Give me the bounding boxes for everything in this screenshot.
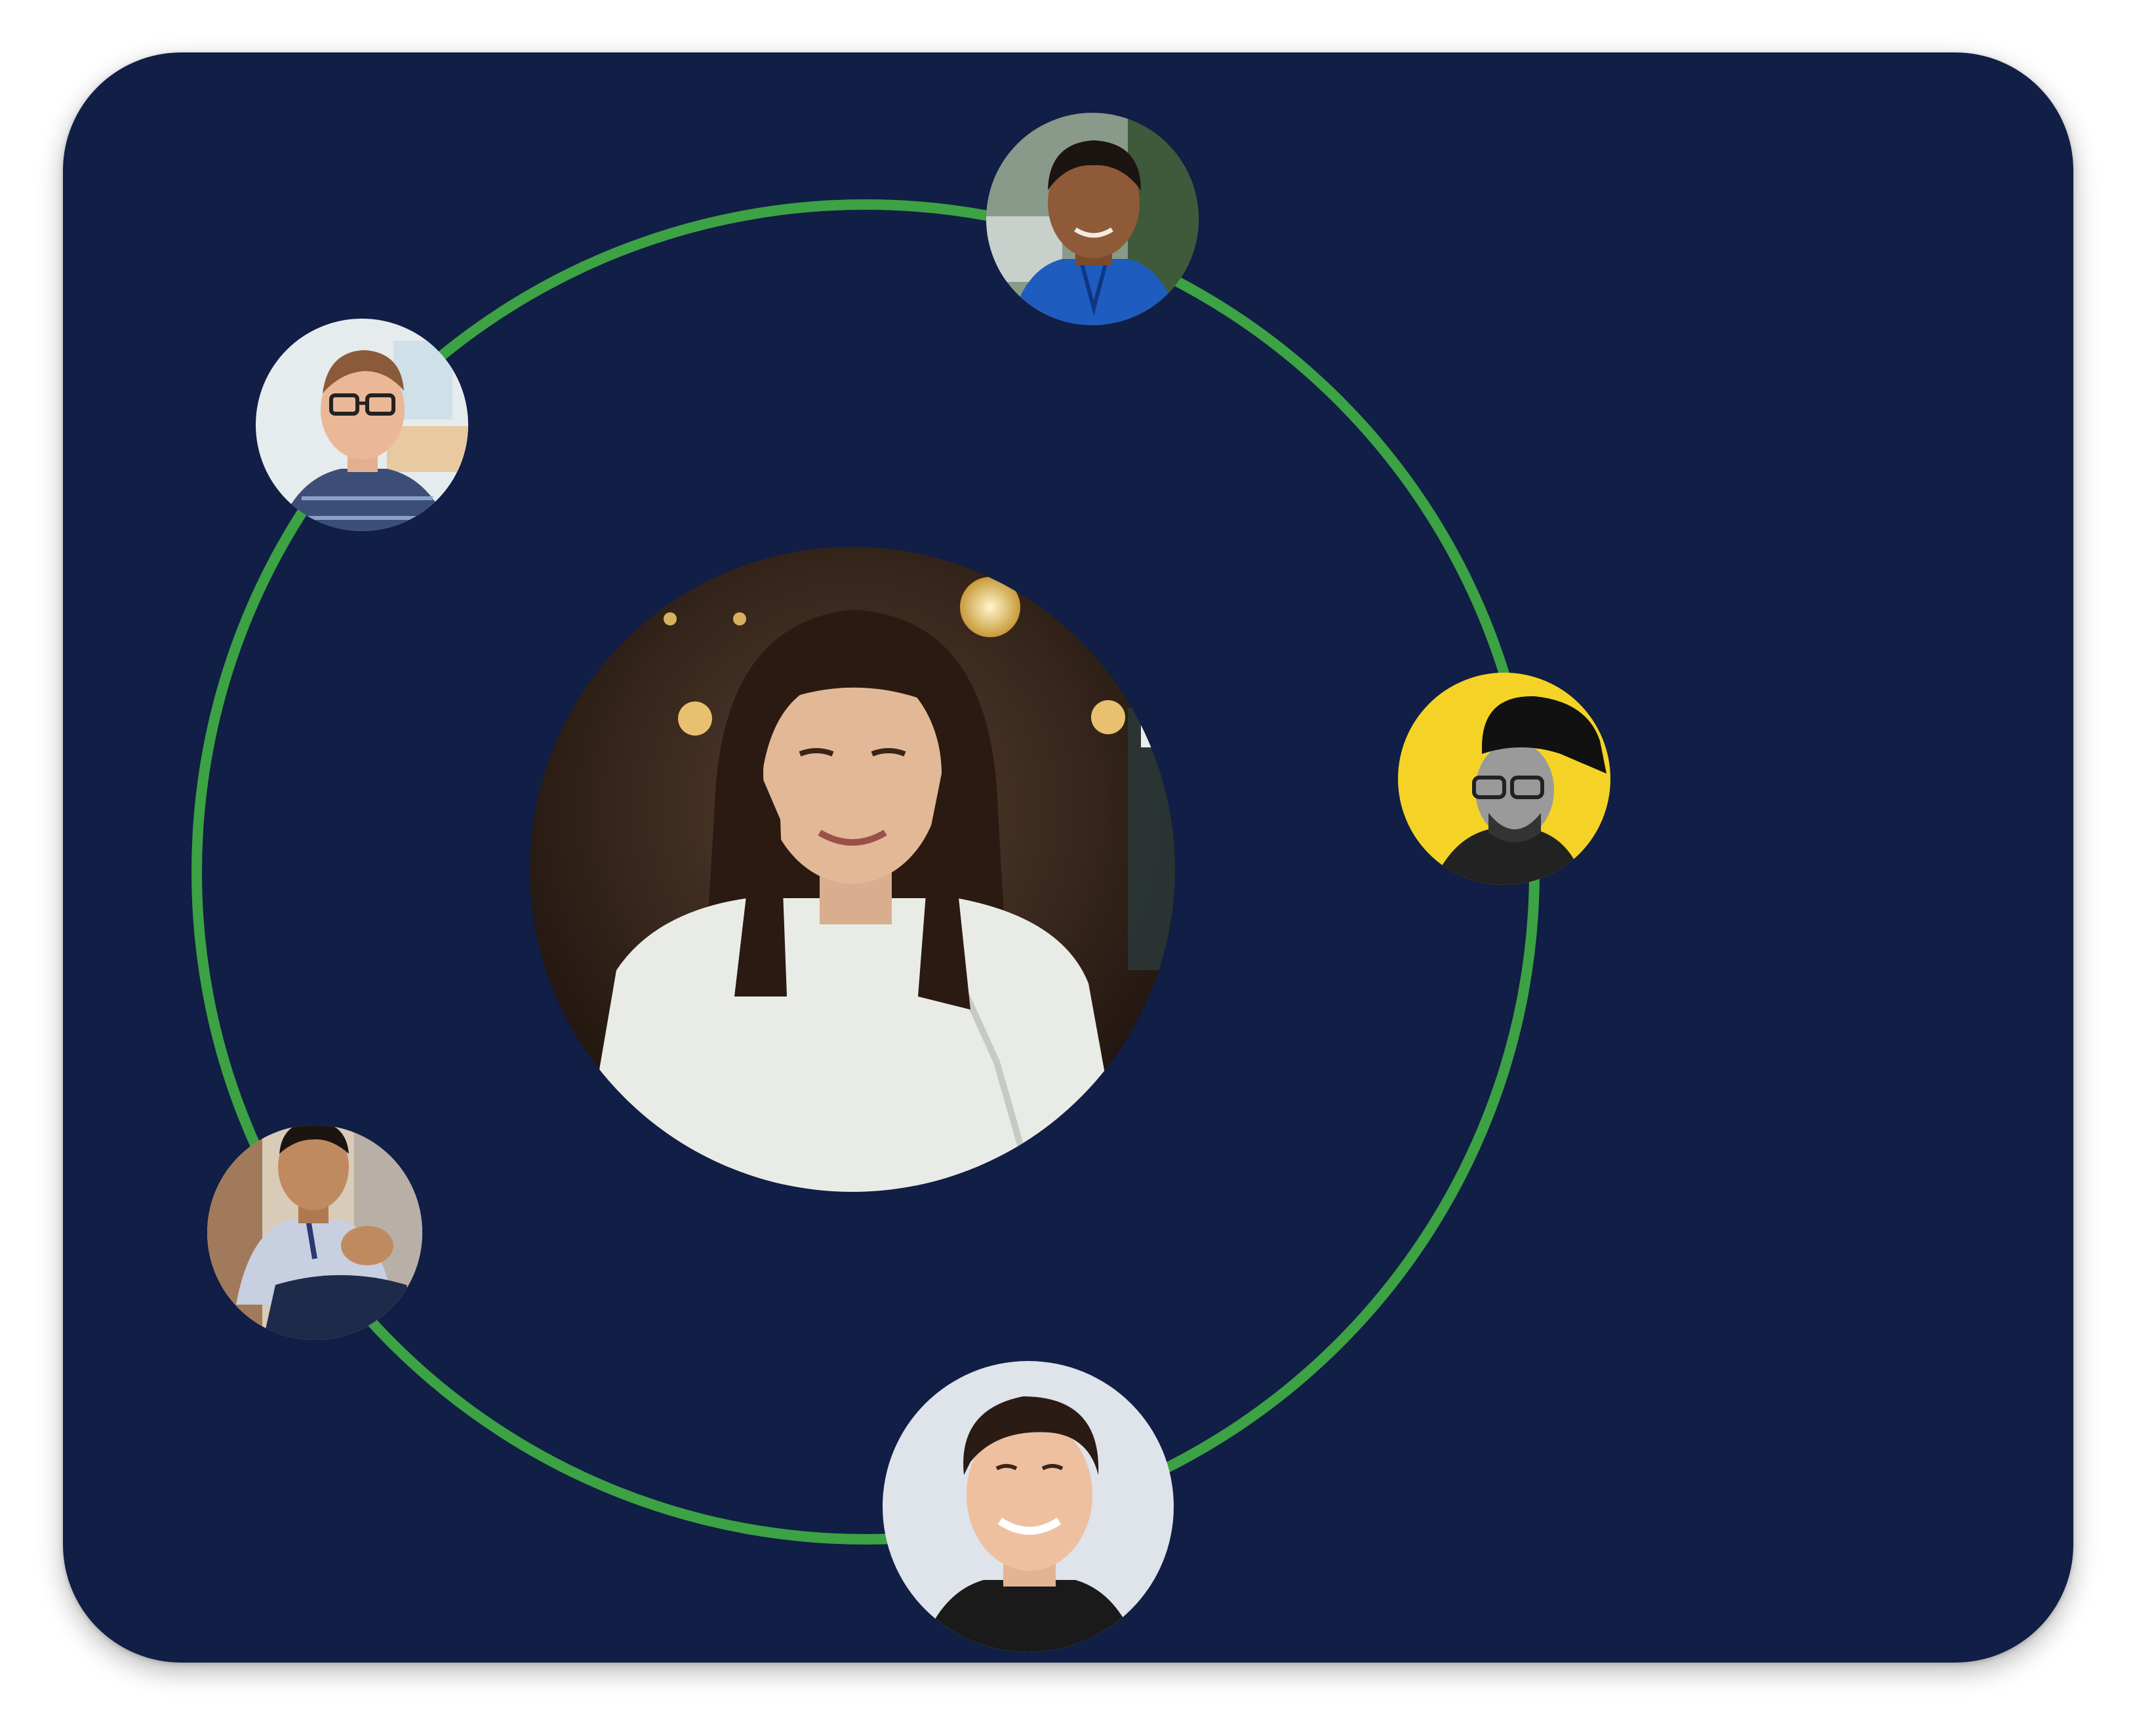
upper-left-avatar[interactable]	[252, 315, 475, 538]
right-avatar[interactable]	[1397, 671, 1613, 892]
center-avatar[interactable]	[525, 544, 1193, 1200]
top-avatar[interactable]	[984, 111, 1207, 328]
bottom-avatar[interactable]	[879, 1357, 1180, 1659]
